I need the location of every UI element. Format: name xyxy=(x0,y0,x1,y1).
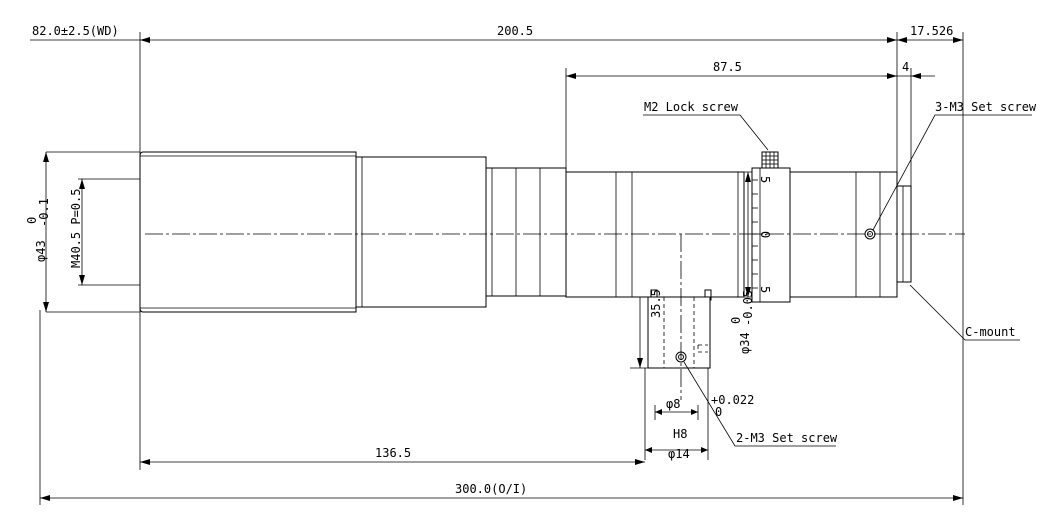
length-87-5-label: 87.5 xyxy=(713,60,742,74)
fit-h8-label: H8 xyxy=(673,427,687,441)
mount-label: C-mount xyxy=(965,325,1016,339)
outer-tol-bottom: -0.1 xyxy=(37,198,51,227)
tol-d8-low-label: 0 xyxy=(715,405,722,419)
focus-ring xyxy=(751,167,791,303)
outer-tol-top: 0 xyxy=(25,217,39,224)
gap-4-label: 4 xyxy=(902,60,909,74)
lock-screw-label: M2 Lock screw xyxy=(644,100,739,114)
height-35-5-label: 35.5 xyxy=(649,289,663,318)
scale-mark: 5 xyxy=(758,286,772,293)
barrel-tol-bottom: -0.05 xyxy=(741,290,755,326)
set-screw-2-label: 2-M3 Set screw xyxy=(736,431,838,445)
center-lines xyxy=(145,233,965,400)
tol-d8-label: +0.022 xyxy=(711,393,754,407)
diameter-labels: φ43 0 -0.1 M40.5 P=0.5 φ34 0 -0.05 xyxy=(25,189,755,354)
set-screw-3-label: 3-M3 Set screw xyxy=(935,100,1037,114)
main-tube xyxy=(565,171,745,298)
dimension-lines xyxy=(30,37,963,501)
shaft-d14-label: φ14 xyxy=(668,447,690,461)
wd-label: 82.0±2.5(WD) xyxy=(32,24,119,38)
barrel-tol-top: 0 xyxy=(729,317,743,324)
callout-labels: M2 Lock screw 3-M3 Set screw C-mount 2-M… xyxy=(644,100,1037,445)
total-length-label: 300.0(O/I) xyxy=(455,482,527,496)
third-barrel xyxy=(485,167,567,297)
second-barrel xyxy=(355,156,487,308)
shaft-d8-label: φ8 xyxy=(666,397,680,411)
dimension-labels: 82.0±2.5(WD) 200.5 17.526 87.5 4 136.5 3… xyxy=(32,24,953,496)
thread-label: M40.5 P=0.5 xyxy=(69,189,83,268)
barrel-diameter-label: φ34 xyxy=(738,332,752,354)
length-136-5-label: 136.5 xyxy=(375,446,411,460)
leader-lines xyxy=(643,114,1032,447)
lens-body: 5 0 5 xyxy=(139,151,912,369)
front-barrel xyxy=(139,151,357,313)
flange-distance-label: 17.526 xyxy=(910,24,953,38)
extension-lines xyxy=(39,32,964,505)
lock-screw-knob xyxy=(761,151,779,169)
outer-diameter-label: φ43 xyxy=(34,240,48,262)
length-200-5-label: 200.5 xyxy=(497,24,533,38)
scale-mark: 5 xyxy=(758,176,772,183)
scale-mark: 0 xyxy=(758,231,772,238)
rear-tube xyxy=(789,171,898,298)
